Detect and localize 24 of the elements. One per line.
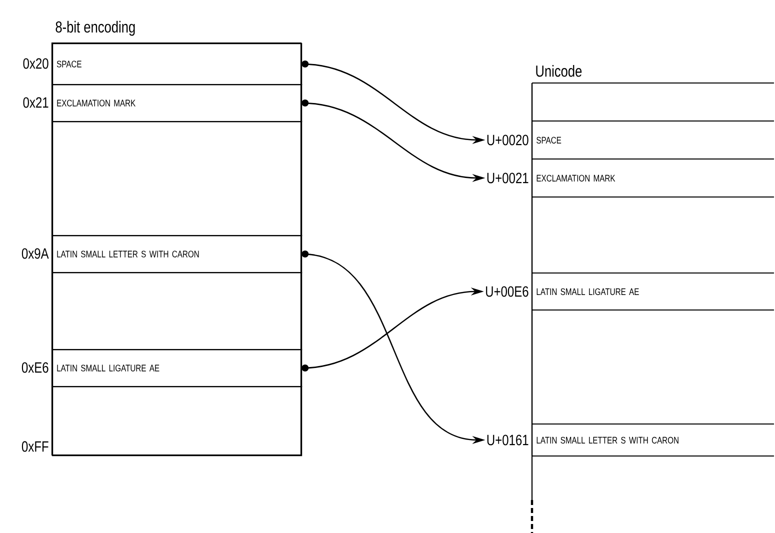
empty-row (52, 272, 302, 350)
table-heading: 8-bit encoding (56, 20, 135, 36)
code-label: 0xFF (22, 441, 48, 452)
table-row: SPACE (52, 43, 302, 86)
empty-row (52, 121, 302, 236)
code-label: 0x20 (23, 58, 48, 69)
code-label: U+0020 (487, 134, 528, 146)
table-row: SPACE (531, 121, 774, 160)
table-row: EXCLAMATION MARK (531, 159, 774, 198)
code-label: U+00E6 (486, 286, 528, 297)
code-label: 0x9A (22, 248, 49, 259)
empty-row (531, 310, 774, 425)
table-row: EXCLAMATION MARK (52, 84, 302, 122)
code-label: 0x21 (23, 97, 48, 108)
empty-row (531, 197, 774, 274)
empty-row (531, 82, 774, 122)
table-row: LATIN SMALL LIGATURE AE (52, 349, 302, 388)
table-row: LATIN SMALL LETTER S WITH CARON (52, 235, 302, 274)
table-row: LATIN SMALL LETTER S WITH CARON (531, 424, 774, 457)
code-label: 0xE6 (22, 362, 48, 373)
code-label: U+0021 (487, 172, 528, 184)
code-label: U+0161 (487, 434, 528, 446)
table-row: LATIN SMALL LIGATURE AE (531, 273, 774, 311)
table-heading: Unicode (536, 65, 582, 77)
